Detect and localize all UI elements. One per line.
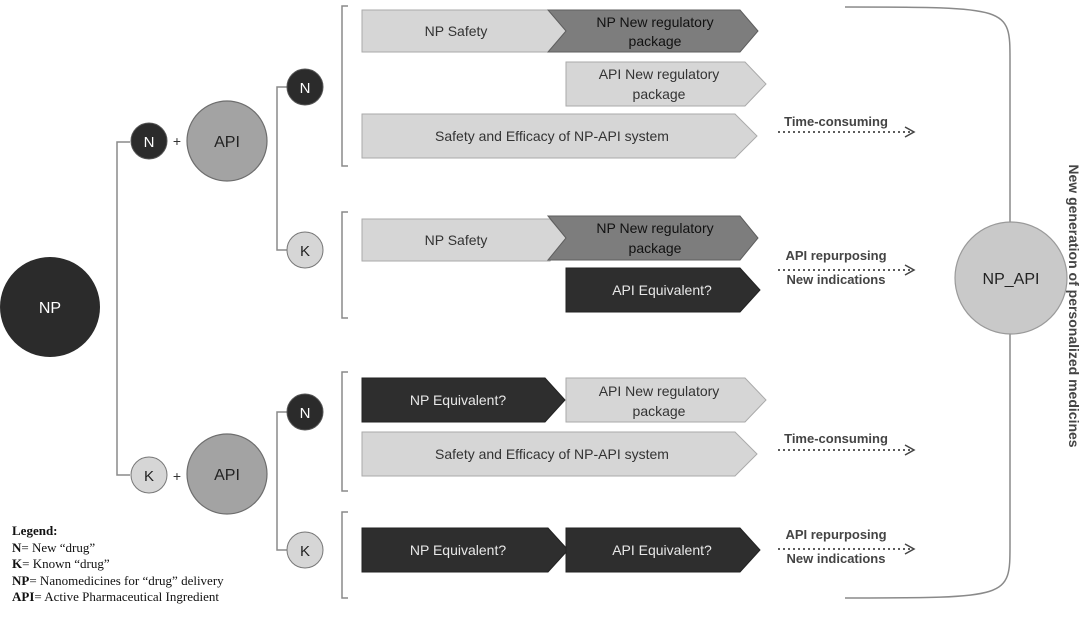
time-consuming-label-1: Time-consuming bbox=[784, 114, 888, 129]
group-bracket-3 bbox=[341, 371, 348, 492]
arrow-shapes: NP Safety NP New regulatory package API … bbox=[361, 9, 767, 573]
arrowhead-4 bbox=[904, 543, 916, 555]
np-equivalent-label-3: NP Equivalent? bbox=[410, 392, 506, 408]
legend-item-np: NP= Nanomedicines for “drug” delivery bbox=[12, 572, 224, 588]
new-indications-label-1: New indications bbox=[787, 272, 886, 287]
api-new-reg-arrow-1 bbox=[565, 61, 767, 107]
root-bracket bbox=[116, 141, 130, 476]
api-new-reg-label-3b: package bbox=[633, 403, 686, 419]
safety-efficacy-arrow-1 bbox=[361, 113, 758, 159]
upper-bracket bbox=[276, 86, 290, 251]
np-new-reg-arrow-2 bbox=[546, 215, 759, 261]
k-label-lower: K bbox=[300, 543, 310, 560]
group-bracket-1 bbox=[341, 5, 348, 167]
api-circle-bottom bbox=[186, 433, 268, 515]
new-indications-label-2: New indications bbox=[787, 551, 886, 566]
arrowhead-3 bbox=[904, 444, 916, 456]
safety-efficacy-label-1: Safety and Efficacy of NP-API system bbox=[435, 128, 669, 144]
k-circle-lower bbox=[286, 531, 324, 569]
api-equivalent-label-2: API Equivalent? bbox=[612, 282, 712, 298]
np-root-label: NP bbox=[39, 300, 61, 317]
legend: Legend: N= New “drug” K= Known “drug” NP… bbox=[12, 523, 224, 606]
np-equivalent-label-4: NP Equivalent? bbox=[410, 542, 506, 558]
arrowhead-1 bbox=[904, 126, 916, 138]
api-label-bottom: API bbox=[214, 467, 240, 484]
api-circle-top bbox=[186, 100, 268, 182]
np-new-reg-label-1a: NP New regulatory bbox=[596, 14, 713, 30]
np-equivalent-arrow-3 bbox=[361, 377, 566, 423]
api-new-reg-label-1b: package bbox=[633, 86, 686, 102]
np-api-circle bbox=[954, 221, 1068, 335]
n-new-label: N bbox=[144, 134, 155, 151]
side-label: New generation of personalized medicines bbox=[1066, 164, 1082, 447]
api-equivalent-label-4: API Equivalent? bbox=[612, 542, 712, 558]
np-new-reg-label-2a: NP New regulatory bbox=[596, 220, 713, 236]
time-consuming-label-2: Time-consuming bbox=[784, 431, 888, 446]
outcomes: Time-consuming API repurposing New indic… bbox=[778, 114, 916, 566]
safety-efficacy-label-3: Safety and Efficacy of NP-API system bbox=[435, 446, 669, 462]
safety-efficacy-arrow-3 bbox=[361, 431, 758, 477]
np-new-reg-label-1b: package bbox=[629, 33, 682, 49]
connector-lines bbox=[116, 5, 1011, 599]
k-label-upper: K bbox=[300, 243, 310, 260]
np-equivalent-arrow-4 bbox=[361, 527, 569, 573]
np-safety-label-2: NP Safety bbox=[425, 232, 488, 248]
api-equivalent-arrow-4 bbox=[565, 527, 761, 573]
n-label-lower: N bbox=[300, 405, 311, 422]
api-label-top: API bbox=[214, 134, 240, 151]
np-root-circle bbox=[0, 257, 100, 357]
np-new-reg-arrow-1 bbox=[546, 9, 759, 53]
k-known-circle bbox=[130, 456, 168, 494]
group-bracket-4 bbox=[341, 511, 348, 599]
group-bracket-2 bbox=[341, 211, 348, 319]
k-circle-upper bbox=[286, 231, 324, 269]
n-new-circle bbox=[130, 122, 168, 160]
plus-sign-bottom: + bbox=[173, 468, 181, 484]
legend-item-api: API= Active Pharmaceutical Ingredient bbox=[12, 589, 219, 604]
circle-nodes: NP N + API K + API N K N K NP_API bbox=[0, 68, 1068, 569]
api-new-reg-label-3a: API New regulatory bbox=[599, 383, 720, 399]
api-repurposing-label-1: API repurposing bbox=[785, 248, 886, 263]
np-api-label: NP_API bbox=[983, 271, 1040, 288]
api-repurposing-label-2: API repurposing bbox=[785, 527, 886, 542]
lower-bracket bbox=[276, 411, 290, 551]
api-new-reg-arrow-3 bbox=[565, 377, 767, 423]
legend-item-n: N= New “drug” bbox=[12, 539, 96, 555]
api-equivalent-arrow-2 bbox=[565, 267, 761, 313]
legend-title: Legend: bbox=[12, 523, 58, 538]
np-new-reg-label-2b: package bbox=[629, 240, 682, 256]
plus-sign-top: + bbox=[173, 133, 181, 149]
n-circle-upper bbox=[286, 68, 324, 106]
n-label-upper: N bbox=[300, 80, 311, 97]
k-known-label: K bbox=[144, 468, 154, 485]
api-new-reg-label-1a: API New regulatory bbox=[599, 66, 720, 82]
legend-item-k: K= Known “drug” bbox=[12, 556, 110, 571]
arrowhead-2 bbox=[904, 264, 916, 276]
np-safety-label-1: NP Safety bbox=[425, 23, 488, 39]
n-circle-lower bbox=[286, 393, 324, 431]
